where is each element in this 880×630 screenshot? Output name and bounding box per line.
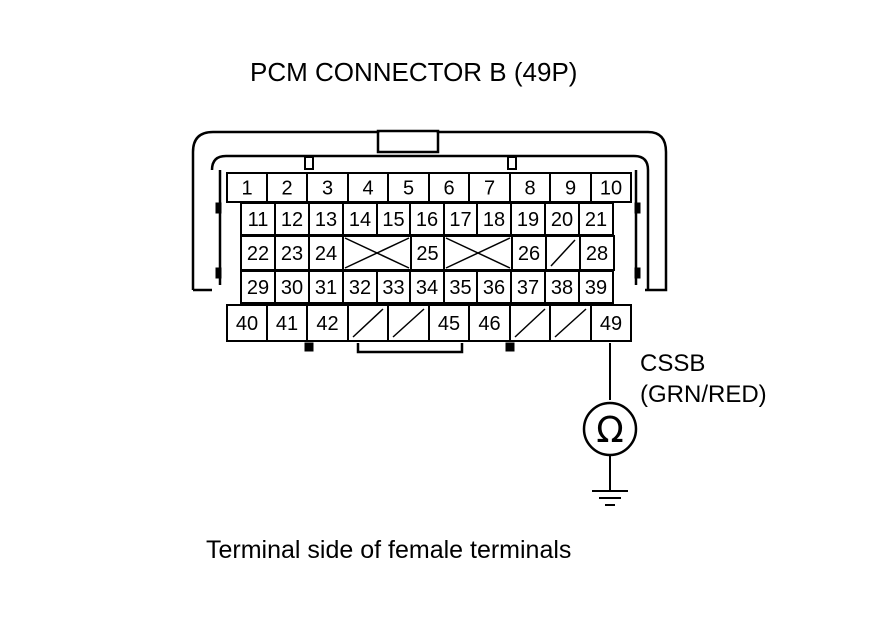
terminal-label: 24 — [315, 243, 337, 265]
ground-icon — [592, 490, 628, 506]
terminal-cell-41 — [266, 304, 308, 342]
terminal-label: 41 — [276, 313, 298, 335]
terminal-label: 20 — [551, 209, 573, 231]
terminal-label: 22 — [247, 243, 269, 265]
terminal-cell-15 — [376, 202, 411, 236]
terminal-label: 8 — [524, 178, 535, 200]
terminal-label: 14 — [349, 209, 371, 231]
terminal-cell-1 — [226, 172, 268, 203]
terminal-label: 7 — [484, 178, 495, 200]
caption: Terminal side of female terminals — [206, 536, 572, 564]
housing-tabs — [215, 202, 641, 352]
terminal-cell-18 — [476, 202, 512, 236]
terminal-label: 36 — [483, 277, 505, 299]
terminal-label: 17 — [449, 209, 471, 231]
terminal-label: 39 — [585, 277, 607, 299]
terminal-label: 45 — [438, 313, 460, 335]
terminal-cell-29 — [240, 270, 276, 304]
terminal-label: 26 — [518, 243, 540, 265]
terminal-cell-39 — [578, 270, 614, 304]
terminal-label: 29 — [247, 277, 269, 299]
terminal-label: 38 — [551, 277, 573, 299]
terminal-label: 4 — [362, 178, 373, 200]
terminal-cell-34 — [409, 270, 445, 304]
terminal-cell-35 — [443, 270, 478, 304]
terminal-label: 46 — [478, 313, 500, 335]
terminal-cell-37 — [510, 270, 546, 304]
terminal-label: 34 — [416, 277, 438, 299]
terminal-label: 1 — [241, 178, 252, 200]
ohm-symbol: Ω — [596, 410, 624, 451]
terminal-label: 10 — [600, 178, 622, 200]
terminal-cell-5 — [387, 172, 430, 203]
terminal-cell-45 — [428, 304, 470, 342]
terminal-cell-36 — [476, 270, 512, 304]
terminal-label: 16 — [416, 209, 438, 231]
connector-housing — [191, 129, 668, 292]
ohmmeter-icon — [582, 401, 638, 457]
terminal-label: 6 — [443, 178, 454, 200]
housing-keys — [304, 156, 517, 170]
unused-cavity-mark — [514, 308, 546, 338]
terminal-label: 23 — [281, 243, 303, 265]
terminal-label: 35 — [449, 277, 471, 299]
terminal-label: 42 — [316, 313, 338, 335]
unused-cavity-mark — [344, 237, 410, 269]
terminal-label: 3 — [322, 178, 333, 200]
unused-cavity-mark — [550, 239, 576, 267]
terminal-label: 9 — [565, 178, 576, 200]
terminal-label: 25 — [416, 243, 438, 265]
unused-cavity-mark — [392, 308, 425, 338]
terminal-label: 2 — [281, 178, 292, 200]
terminal-label: 30 — [281, 277, 303, 299]
terminal-label: 32 — [349, 277, 371, 299]
terminal-cell-32 — [342, 270, 378, 304]
terminal-label: 21 — [585, 209, 607, 231]
terminal-label: 13 — [315, 209, 337, 231]
terminal-cell-21 — [578, 202, 614, 236]
unused-cavity-mark — [352, 308, 384, 338]
bottom-key — [356, 343, 464, 354]
terminal-label: 28 — [586, 243, 608, 265]
terminal-cell-38 — [544, 270, 580, 304]
terminal-label: 40 — [236, 313, 258, 335]
circuit-label: CSSB — [640, 350, 706, 377]
terminal-label: 15 — [382, 209, 404, 231]
terminal-cell-12 — [274, 202, 310, 236]
terminal-cell-30 — [274, 270, 310, 304]
unused-cavity-mark — [554, 308, 587, 338]
terminal-label: 12 — [281, 209, 303, 231]
terminal-cell-10 — [590, 172, 632, 203]
page-title: PCM CONNECTOR B (49P) — [250, 57, 578, 87]
terminal-cell-2 — [266, 172, 308, 203]
terminal-cell-33 — [376, 270, 411, 304]
terminal-label: 5 — [403, 178, 414, 200]
unused-cavity-mark — [445, 237, 511, 269]
terminal-label: 33 — [382, 277, 404, 299]
terminal-cell-16 — [409, 202, 445, 236]
terminal-cell-49 — [590, 304, 632, 342]
terminal-label: 11 — [248, 209, 269, 231]
terminal-label: 18 — [483, 209, 505, 231]
terminal-label: 19 — [517, 209, 539, 231]
terminal-cell-6 — [428, 172, 470, 203]
terminal-cell-23 — [274, 235, 310, 271]
terminal-label: 31 — [315, 277, 337, 299]
terminal-label: 49 — [600, 313, 622, 335]
terminal-label: 37 — [517, 277, 539, 299]
terminal-cell-11 — [240, 202, 276, 236]
wire-color-label: (GRN/RED) — [640, 381, 767, 408]
